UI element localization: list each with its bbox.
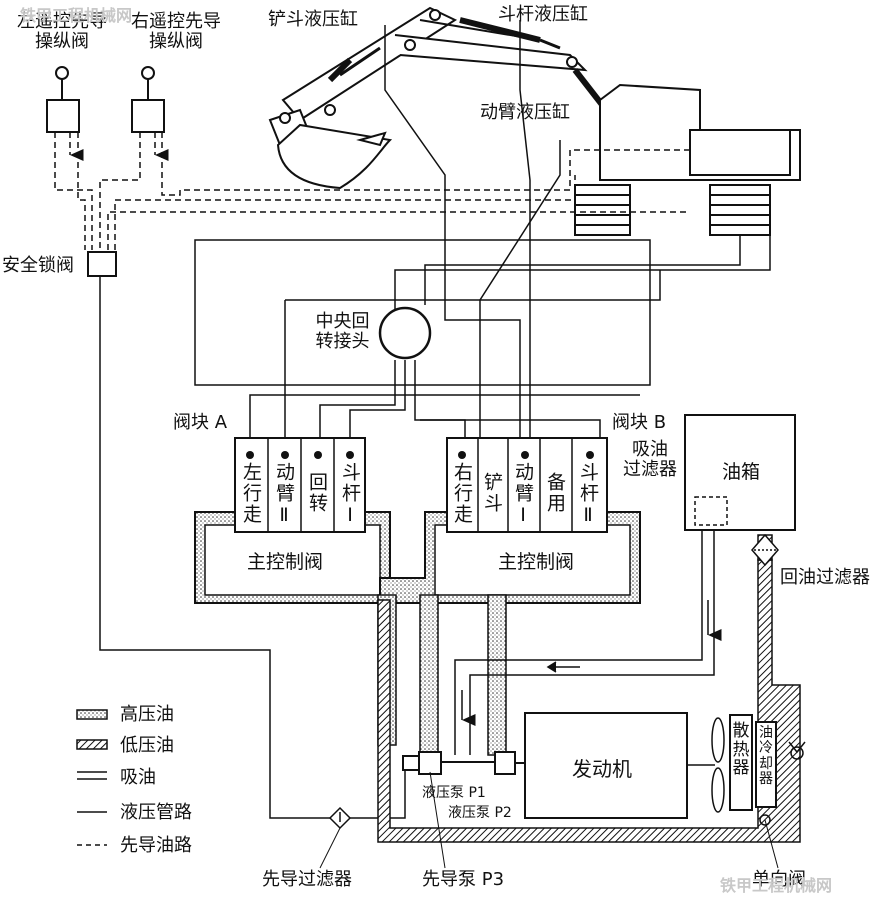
main-valve-b <box>379 437 641 604</box>
pilot-filter-label: 先导过滤器 <box>262 869 352 890</box>
oil-cooler <box>755 721 777 808</box>
bucket-cylinder-label: 铲斗液压缸 <box>268 9 358 30</box>
spool-a-stick-1: 斗杆Ⅰ <box>339 462 361 528</box>
pump-p1-label: 液压泵 P1 <box>422 785 486 801</box>
left-pilot-valve-label: 左遥控先导 操纵阀 <box>17 11 107 52</box>
check-valve-label: 单向阀 <box>752 869 806 890</box>
spool-a-boom-2: 动臂Ⅱ <box>273 462 295 528</box>
excavator-body <box>574 83 801 236</box>
center-swivel-joint <box>378 306 432 360</box>
watermark-bottom-right: 铁甲工程机械网 <box>720 876 833 895</box>
spool-b-bucket: 铲斗 <box>481 472 503 514</box>
pilot-pump-label: 先导泵 P3 <box>422 869 505 890</box>
pilot-lines <box>54 132 690 250</box>
main-valve-a-label: 主控制阀 <box>247 551 324 573</box>
spool-a-left-travel: 左行走 <box>240 462 262 525</box>
suction-filter-label: 吸油 过滤器 <box>623 439 677 480</box>
suction-filter <box>694 496 728 526</box>
safety-lock-valve <box>87 251 117 277</box>
tank-label: 油箱 <box>722 461 761 483</box>
cooling-fan <box>687 717 725 813</box>
pilot-valve-left <box>46 66 80 133</box>
spool-b-stick-2: 斗杆Ⅱ <box>577 462 599 528</box>
radiator-label: 散 热 器 <box>732 721 750 779</box>
main-valve-a <box>194 437 391 604</box>
legend-low-pressure: 低压油 <box>120 735 174 756</box>
legend-swatches <box>76 709 108 846</box>
legend-hydraulic-line: 液压管路 <box>120 802 192 823</box>
right-pilot-valve-label: 右遥控先导 操纵阀 <box>131 11 221 52</box>
pumps <box>402 751 525 775</box>
pump-p2-label: 液压泵 P2 <box>448 805 512 821</box>
suction-lines <box>454 530 722 755</box>
stick-cylinder-label: 斗杆液压缸 <box>498 4 588 25</box>
swivel-joint-label: 中央回 转接头 <box>315 311 370 352</box>
safety-lock-label: 安全锁阀 <box>2 255 74 276</box>
hydraulic-lines <box>99 20 771 819</box>
check-valve-symbol <box>759 741 806 826</box>
watermark-top-left: 铁甲工程机械网 <box>20 6 133 25</box>
spool-a-swing: 回转 <box>306 472 328 514</box>
legend-suction: 吸油 <box>120 767 156 788</box>
return-filter <box>751 533 779 567</box>
engine-label: 发动机 <box>572 757 632 781</box>
legend-pilot-line: 先导油路 <box>120 835 192 856</box>
main-valve-b-label: 主控制阀 <box>498 551 575 573</box>
valve-block-b-title: 阀块 B <box>612 412 667 433</box>
return-filter-label: 回油过滤器 <box>780 567 870 588</box>
oil-cooler-label: 油 冷 却 器 <box>759 725 773 788</box>
leader-lines <box>319 771 779 869</box>
radiator <box>729 714 753 811</box>
engine <box>524 712 688 819</box>
pilot-valve-right <box>131 66 165 133</box>
pilot-filter <box>328 806 352 830</box>
boom-cylinder-label: 动臂液压缸 <box>480 102 570 123</box>
spool-b-right-travel: 右行走 <box>451 462 473 525</box>
spool-b-spare: 备用 <box>544 472 566 514</box>
legend-high-pressure: 高压油 <box>120 704 174 725</box>
excavator-arm <box>268 6 613 190</box>
spool-b-boom-1: 动臂Ⅰ <box>512 462 534 528</box>
valve-block-a-title: 阀块 A <box>173 412 228 433</box>
